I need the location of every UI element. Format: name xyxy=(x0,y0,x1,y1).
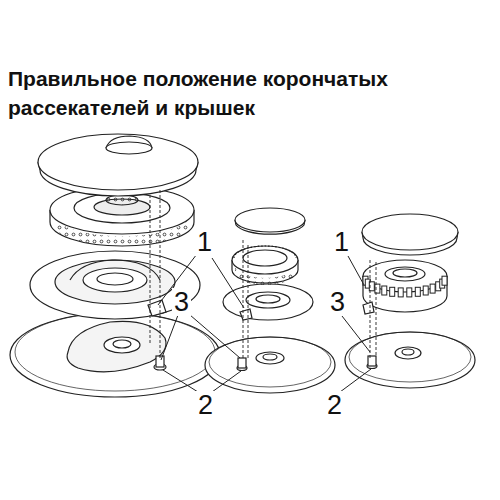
callout-number: 1 xyxy=(332,228,351,256)
crown-tooth xyxy=(407,288,412,297)
callout-number: 2 xyxy=(325,391,344,419)
burner-cap xyxy=(235,208,305,232)
alignment-lines xyxy=(150,190,376,360)
base-plate xyxy=(10,313,220,397)
leader-lines xyxy=(158,250,371,392)
crown-tooth xyxy=(423,286,428,295)
callout-number: 3 xyxy=(328,288,347,316)
title: Правильное положение корончатых рассекат… xyxy=(8,64,492,122)
crown-tooth xyxy=(415,287,420,296)
burner-cap xyxy=(38,134,198,190)
base-plate xyxy=(345,332,475,388)
burner-plate xyxy=(30,251,200,319)
crown-ring xyxy=(232,246,298,274)
burner-cap xyxy=(362,214,458,250)
callout-number: 3 xyxy=(172,288,191,316)
base-plate xyxy=(205,337,335,393)
ignition-slot xyxy=(148,300,166,316)
crown-tooth xyxy=(390,287,395,296)
crown-tooth xyxy=(442,276,447,285)
burner-plate xyxy=(223,284,313,320)
base-recess xyxy=(67,321,166,372)
crown-tooth xyxy=(430,284,435,293)
crown-tooth xyxy=(382,286,387,295)
callout-number: 2 xyxy=(196,391,215,419)
crown-tooth xyxy=(398,288,403,297)
callout-number: 1 xyxy=(195,228,214,256)
